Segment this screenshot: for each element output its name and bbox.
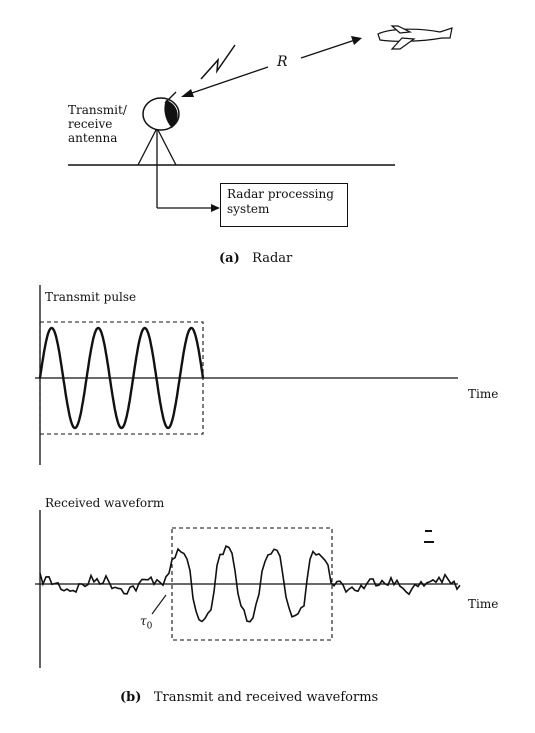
received-waveform-trace	[39, 545, 461, 623]
antenna-tripod	[137, 127, 213, 209]
dish-antenna-icon	[142, 91, 180, 131]
delay-tau-label: τ0	[140, 614, 152, 633]
transmit-axes	[35, 285, 458, 465]
received-axes	[35, 510, 458, 668]
antenna-label-line-3: antenna	[68, 131, 118, 145]
received-waveform-title: Received waveform	[45, 496, 165, 510]
antenna-label-line-2: receive	[68, 117, 113, 131]
processing-box-line-2: system	[227, 202, 270, 216]
radar-processing-box: Radar processing system	[220, 183, 348, 227]
caption-b: (b) Transmit and received waveforms	[120, 690, 378, 705]
received-pulse-window	[171, 527, 333, 641]
caption-b-tag: (b)	[120, 690, 142, 705]
caption-b-text: Transmit and received waveforms	[153, 690, 379, 705]
range-label: R	[277, 54, 288, 70]
antenna-label: Transmit/ receive antenna	[68, 103, 127, 145]
transmit-pulse-wave	[38, 326, 205, 430]
antenna-label-line-1: Transmit/	[68, 103, 127, 117]
caption-a-text: Radar	[252, 251, 293, 266]
processing-box-line-1: Radar processing	[227, 187, 334, 201]
transmit-pulse-title: Transmit pulse	[45, 290, 137, 304]
transmit-time-label: Time	[468, 387, 499, 401]
delay-pointer	[151, 594, 167, 615]
range-arrowhead-to-antenna	[181, 89, 194, 97]
caption-a: (a) Radar	[219, 251, 292, 266]
aircraft-icon	[377, 25, 453, 50]
delay-tau-symbol: τ	[140, 614, 147, 628]
processing-arrowhead	[211, 204, 220, 212]
caption-a-tag: (a)	[219, 251, 240, 266]
received-time-label: Time	[468, 597, 499, 611]
signal-bolt-icon	[200, 44, 236, 80]
delay-tau-subscript: 0	[146, 621, 153, 632]
margin-marks	[424, 530, 434, 543]
range-arrowhead-to-aircraft	[351, 36, 362, 45]
range-arrows	[185, 39, 356, 96]
